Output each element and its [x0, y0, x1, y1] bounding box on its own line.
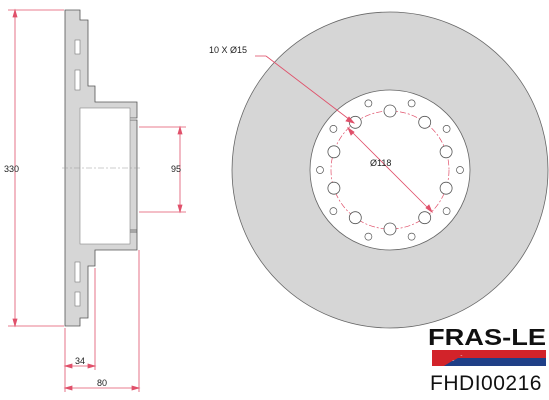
front-view: 10 X Ø15 Ø118: [209, 11, 549, 329]
dimension-34-label: 34: [75, 356, 85, 366]
bolt-hole: [439, 145, 453, 159]
dimension-330-label: 330: [4, 164, 19, 174]
small-hole: [442, 207, 451, 215]
bolt-hole: [327, 145, 341, 159]
brand-name: FRAS-LE: [428, 324, 546, 350]
small-hole: [407, 232, 416, 241]
dimension-80-label: 80: [97, 378, 107, 388]
bolt-hole: [327, 181, 341, 195]
side-view: [62, 9, 142, 327]
dimension-80: [63, 250, 141, 392]
bolt-holes: [327, 104, 453, 236]
bolt-hole-leader: [255, 55, 356, 124]
bolt-hole: [383, 104, 397, 118]
dimension-95: [139, 125, 186, 214]
vane-slot-bottom: [74, 291, 81, 307]
small-hole: [329, 207, 338, 215]
small-hole: [456, 166, 464, 174]
small-hole: [329, 125, 338, 133]
fras-le-logo: FRAS-LE: [428, 324, 546, 366]
bolt-hole: [348, 115, 362, 129]
small-hole: [316, 166, 324, 174]
bolt-hole: [348, 211, 362, 225]
bolt-hole: [439, 181, 453, 195]
pitch-circle-callout: Ø118: [370, 158, 391, 168]
dimension-34: [63, 268, 97, 392]
bolt-hole-callout: 10 X Ø15: [209, 45, 247, 55]
small-holes: [316, 99, 464, 241]
vane-slot-upper: [74, 69, 81, 91]
bolt-hole: [383, 222, 397, 236]
dimension-330: [8, 8, 64, 328]
part-number: FHDI00216: [430, 372, 542, 395]
vane-slot-top: [74, 39, 81, 55]
hub-bore: [79, 107, 131, 245]
small-hole: [442, 125, 451, 133]
logo-stripes: [432, 350, 546, 366]
pitch-circle-dimension: [347, 126, 433, 214]
small-hole: [364, 232, 373, 241]
bolt-hole: [418, 115, 432, 129]
small-hole: [364, 99, 373, 108]
small-hole: [407, 99, 416, 108]
bolt-hole: [418, 211, 432, 225]
vane-slot-lower: [74, 261, 81, 283]
dimension-95-label: 95: [171, 164, 181, 174]
